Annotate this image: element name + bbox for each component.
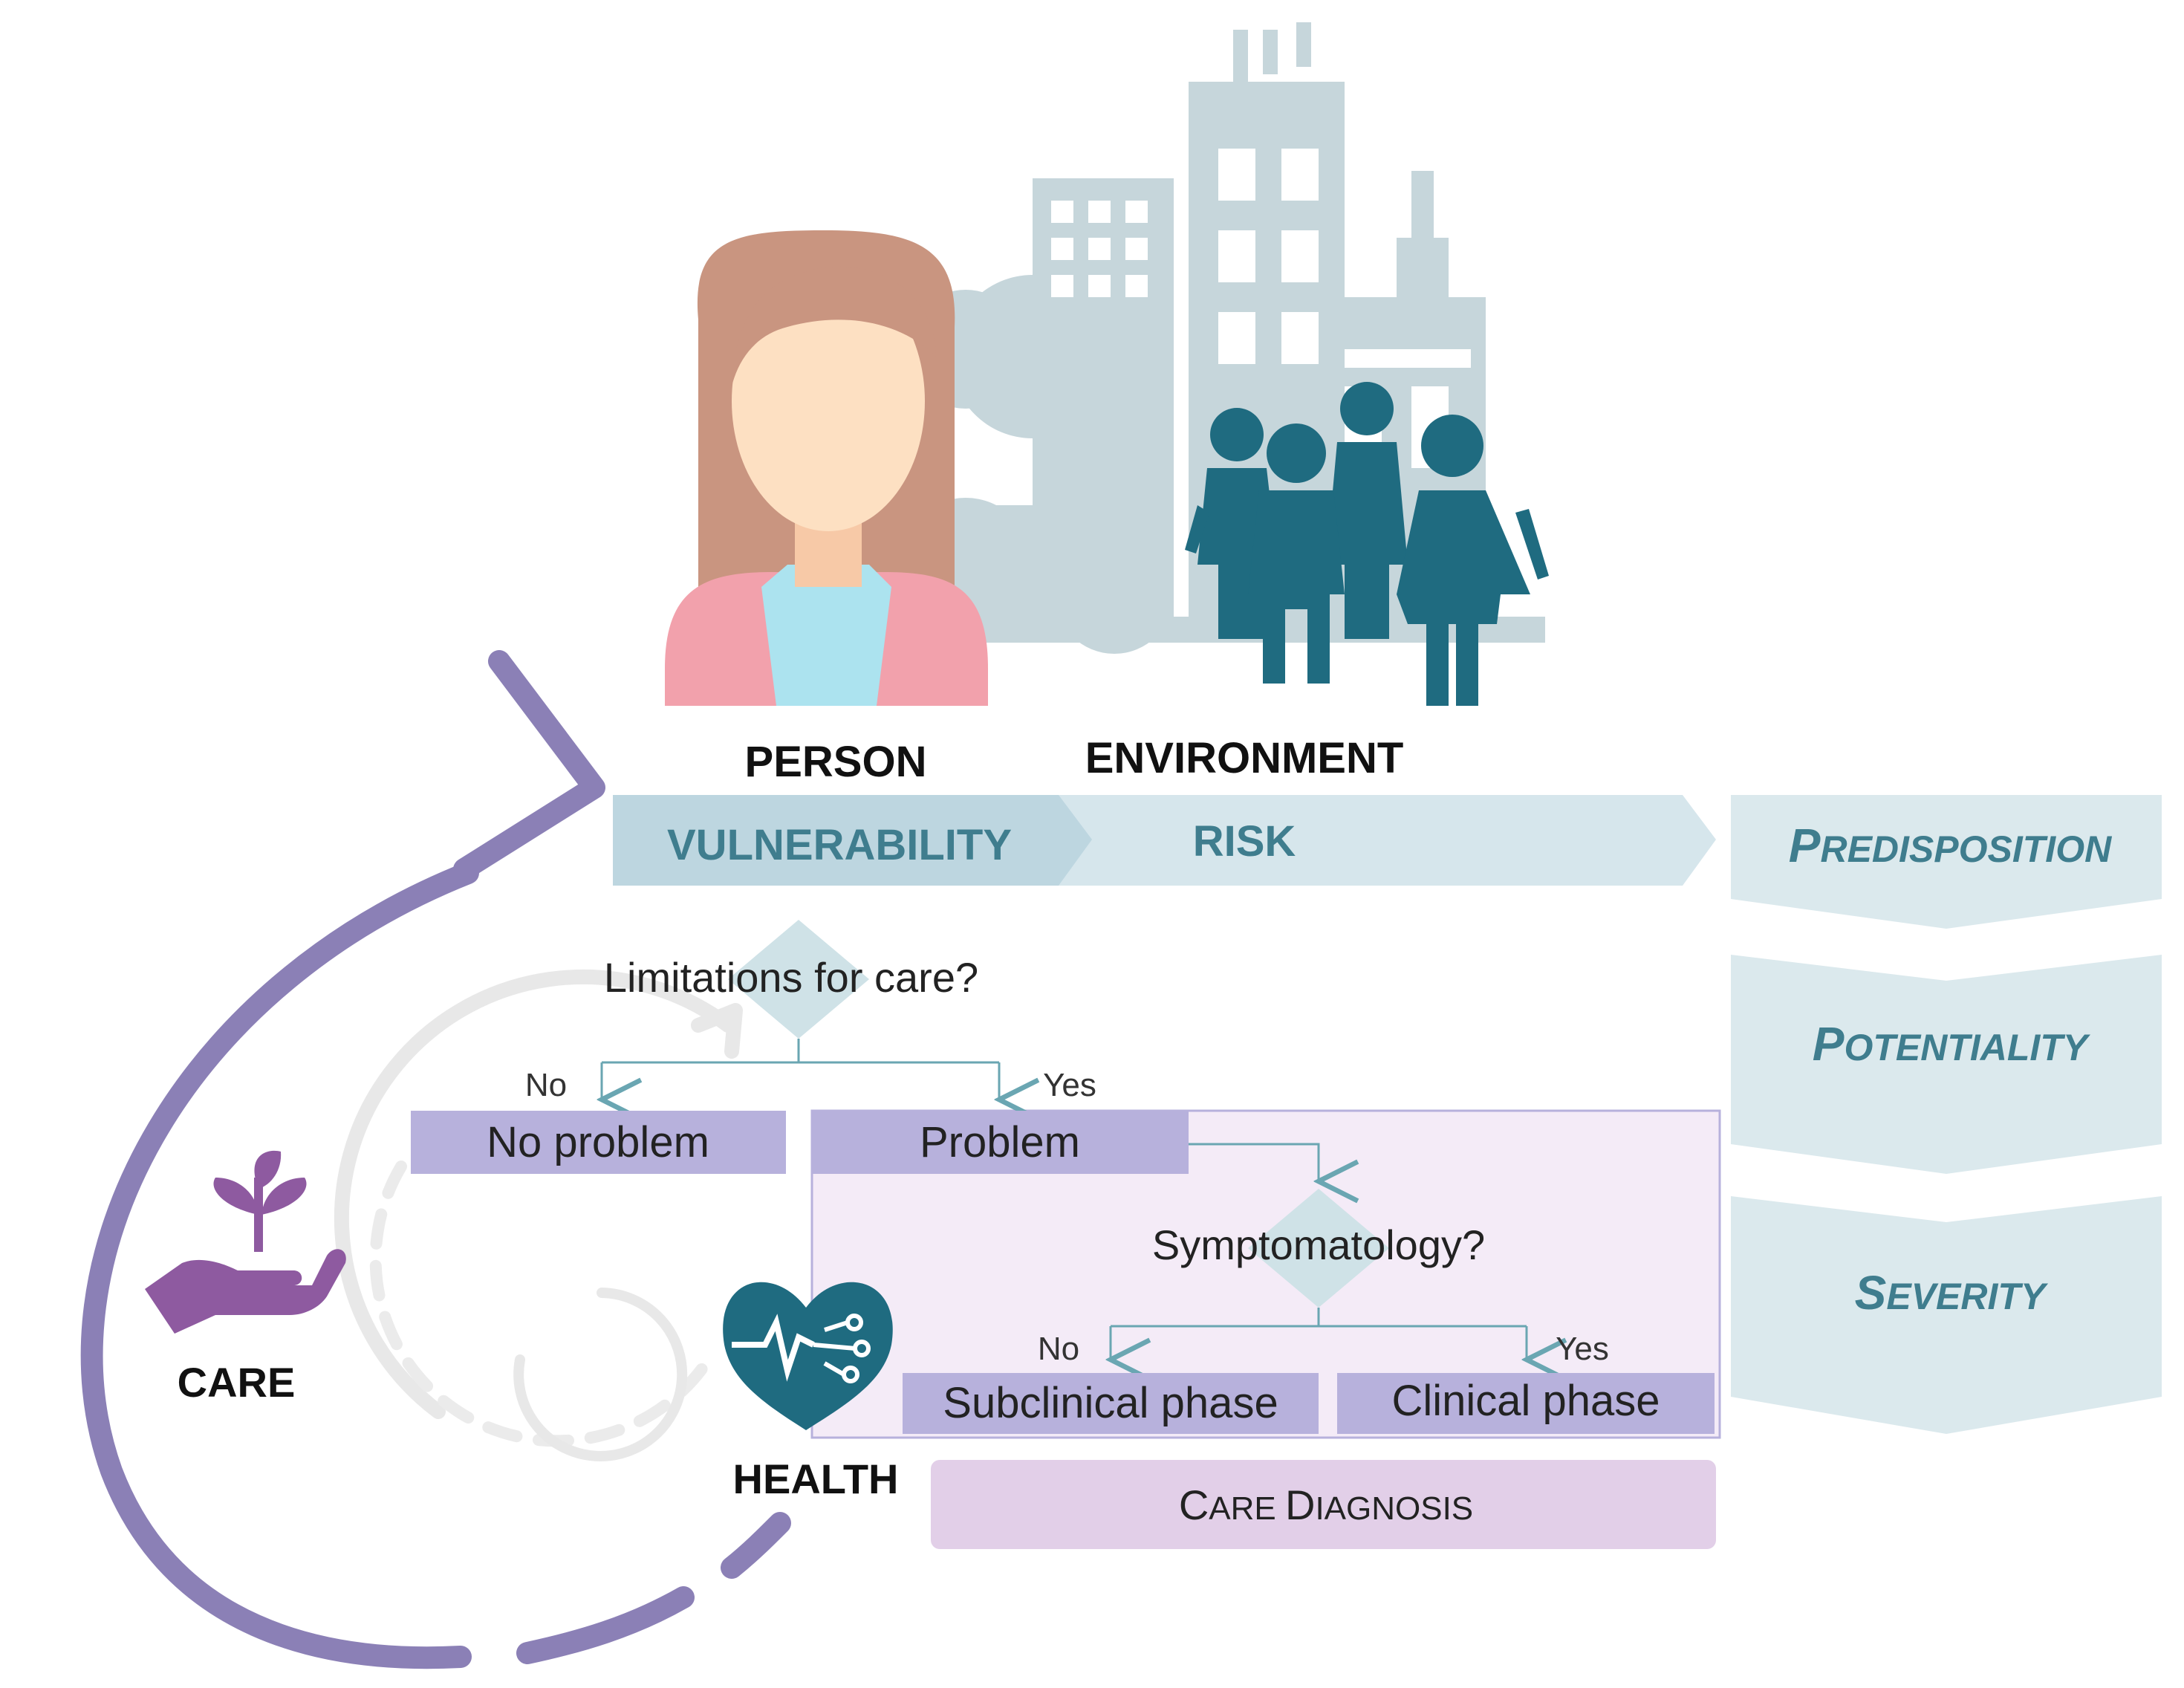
problem-box (812, 1111, 1189, 1174)
yes-label-1: Yes (1043, 1067, 1096, 1103)
vulnerability-risk-banner: VULNERABILITY RISK (613, 795, 1716, 886)
heart-brain-circuit-icon (723, 1282, 893, 1430)
stage-predisposition: PREDISPOSITION (1731, 795, 2162, 929)
care-diagnosis-label: CARE DIAGNOSIS (1179, 1481, 1473, 1528)
no-label-2: No (1038, 1331, 1079, 1367)
decision-2-connectors (1111, 1308, 1527, 1360)
no-problem-box (411, 1111, 786, 1174)
environment-label: ENVIRONMENT (1085, 734, 1404, 782)
woman-avatar-icon (665, 230, 988, 706)
no-label-1: No (525, 1067, 567, 1103)
faint-cycle-icon (334, 970, 743, 1461)
decision-diamond-2 (1248, 1189, 1389, 1308)
subclinical-label: Subclinical phase (943, 1379, 1278, 1427)
health-label: HEALTH (733, 1455, 899, 1502)
question-limitations: Limitations for care? (604, 954, 978, 1001)
stage-potentiality: POTENTIALITY (1731, 955, 2162, 1174)
stage-severity: SEVERITY (1731, 1196, 2162, 1434)
subclinical-box (903, 1373, 1319, 1434)
problem-label: Problem (920, 1118, 1080, 1166)
hand-with-plant-icon (145, 1150, 346, 1334)
clinical-box (1337, 1373, 1715, 1434)
person-label: PERSON (745, 738, 927, 786)
decision-1-connectors (602, 1039, 1319, 1181)
care-cycle-arrow-icon (80, 650, 791, 1669)
question-symptomatology: Symptomatology? (1152, 1221, 1485, 1268)
people-group-icon (1185, 382, 1549, 706)
care-label: CARE (178, 1359, 296, 1406)
stage-potentiality-label: POTENTIALITY (1813, 1017, 2091, 1071)
vulnerability-label: VULNERABILITY (667, 821, 1012, 869)
risk-label: RISK (1193, 817, 1296, 866)
decision-diamond-1 (728, 920, 869, 1039)
no-problem-label: No problem (487, 1118, 709, 1166)
care-diagnosis-box (931, 1460, 1716, 1549)
stage-severity-label: SEVERITY (1855, 1266, 2049, 1319)
stage-predisposition-label: PREDISPOSITION (1789, 819, 2112, 872)
clinical-label: Clinical phase (1391, 1377, 1660, 1425)
yes-label-2: Yes (1556, 1331, 1609, 1367)
